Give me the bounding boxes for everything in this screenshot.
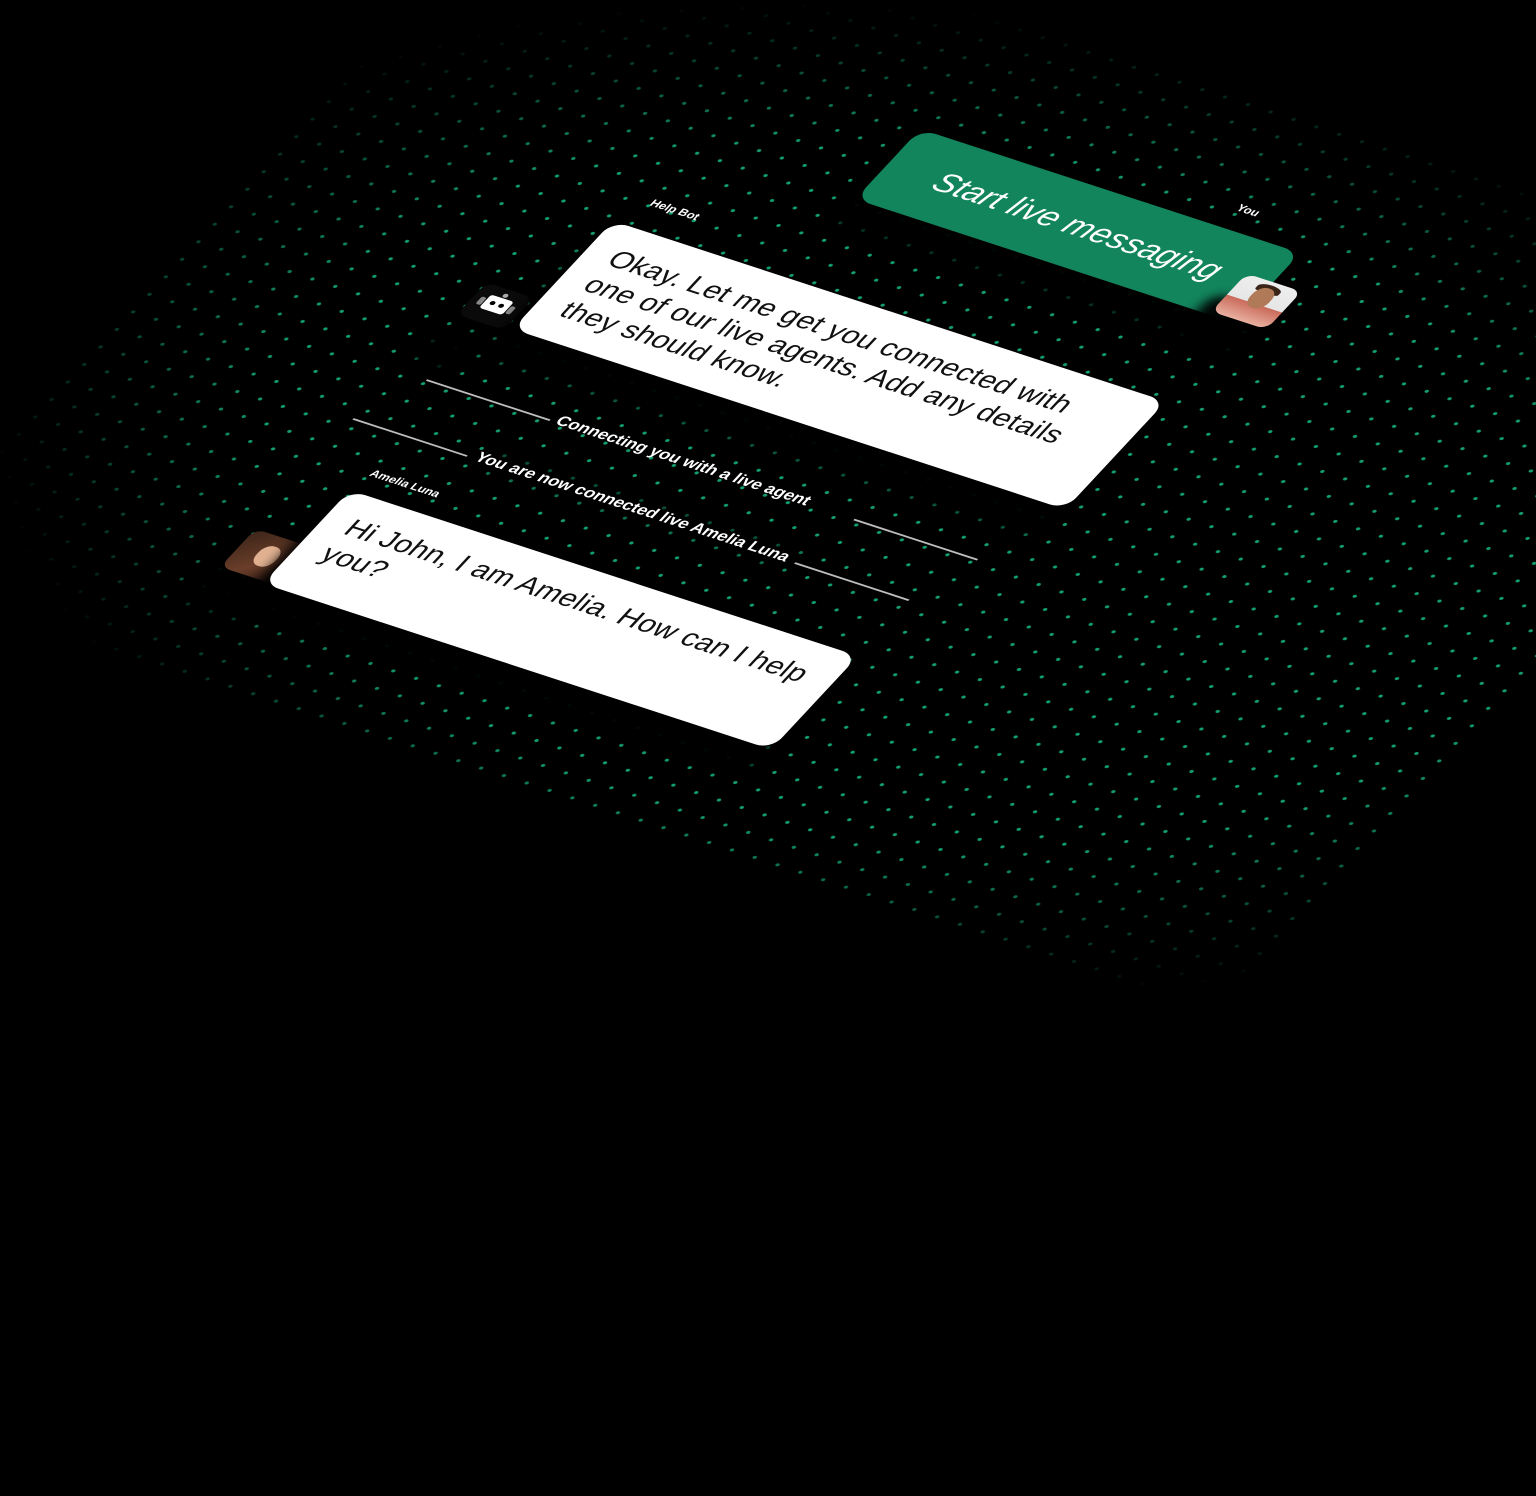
dot-grid-background [0,0,1536,1017]
robot-eye-right [497,303,506,309]
robot-eye-left [488,300,497,306]
